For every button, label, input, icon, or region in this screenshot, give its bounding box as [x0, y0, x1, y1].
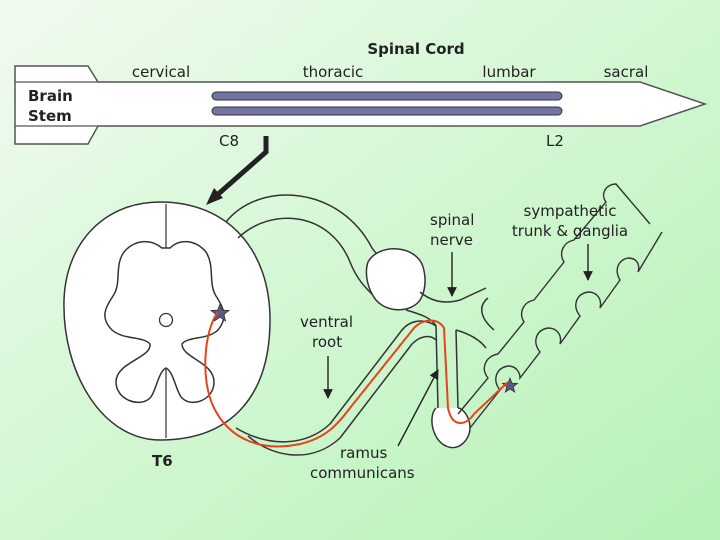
ramus-arrow — [397, 369, 439, 447]
region-lumbar: lumbar — [482, 63, 536, 81]
region-sacral: sacral — [604, 63, 649, 81]
outflow-bar-upper — [211, 91, 563, 101]
ramus-label-line1: ramus — [340, 444, 387, 462]
level-t6: T6 — [152, 452, 173, 470]
ventral-root — [235, 320, 437, 456]
preganglionic-pathway — [204, 311, 509, 448]
level-pointer-arrowhead — [206, 188, 223, 205]
ventral-root-label-line2: root — [312, 333, 342, 351]
outflow-bar-lower — [211, 106, 563, 116]
region-cervical: cervical — [132, 63, 190, 81]
ramus-label-line2: communicans — [310, 464, 415, 482]
level-pointer-arrow — [214, 136, 269, 198]
paravertebral-ganglion-lower — [431, 407, 471, 449]
postganglionic-neuron-star — [501, 376, 519, 394]
spinal-nerve-branch — [481, 297, 495, 331]
diagram-title: Spinal Cord — [367, 40, 464, 58]
sympathetic-trunk — [457, 183, 663, 429]
level-l2: L2 — [546, 132, 564, 150]
brain-stem-label-line2: Stem — [28, 107, 72, 125]
level-c8: C8 — [219, 132, 239, 150]
ventral-root-label-line1: ventral — [300, 313, 353, 331]
spinal-nerve-label-line1: spinal — [430, 211, 474, 229]
brain-stem-label-line1: Brain — [28, 87, 73, 105]
sympathetic-label-line1: sympathetic — [524, 202, 617, 220]
sympathetic-outflow-bars — [211, 91, 563, 116]
spinal-nerve-outline — [405, 287, 487, 409]
central-canal — [158, 312, 174, 328]
sympathetic-label-line2: trunk & ganglia — [512, 222, 628, 240]
dorsal-root-ganglion — [365, 248, 426, 311]
region-thoracic: thoracic — [303, 63, 364, 81]
spinal-cord-bar — [14, 65, 708, 145]
spinal-nerve-label-line2: nerve — [430, 231, 473, 249]
preganglionic-neuron-star — [209, 302, 231, 322]
